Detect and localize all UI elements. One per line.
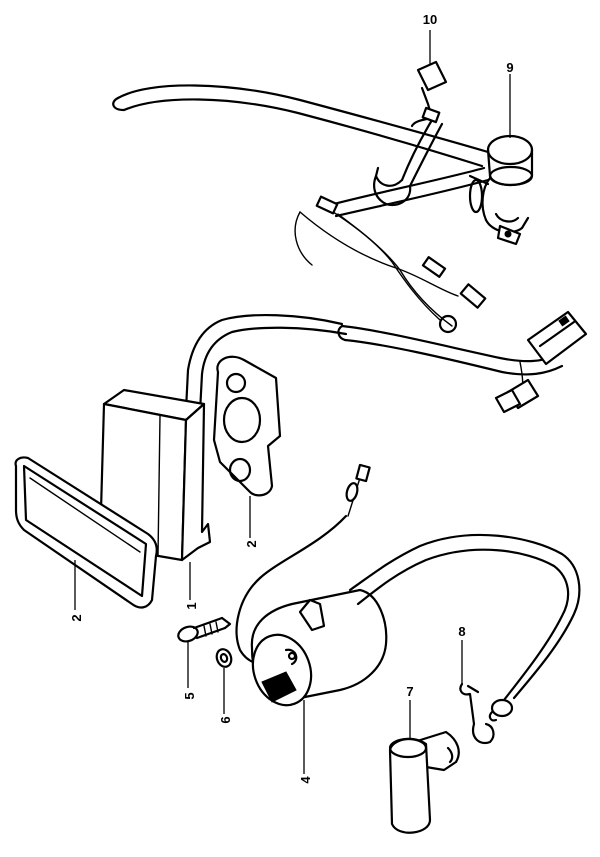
callout-1: 1: [184, 602, 199, 609]
callout-5: 5: [182, 692, 197, 699]
callout-4: 4: [298, 776, 313, 784]
callout-2-strap: 2: [69, 614, 84, 621]
mounting-plate: [212, 355, 282, 497]
callout-10: 10: [423, 12, 437, 27]
spark-plug-cap: [388, 730, 460, 834]
lead-clamp: [459, 682, 495, 745]
rubber-strap: [14, 456, 158, 609]
washer: [215, 648, 233, 668]
callout-labels: 10 9 2 2 1 5 6 4 7 8: [69, 12, 514, 784]
ignition-coil: [250, 533, 581, 722]
ignition-key: [373, 60, 448, 207]
callout-6: 6: [218, 716, 233, 723]
callout-leaders: [74, 30, 511, 774]
wiring-harness: [112, 84, 564, 414]
bolt: [177, 616, 232, 643]
callout-2-plate: 2: [244, 540, 259, 547]
harness-coupler: [526, 310, 588, 366]
callout-9: 9: [506, 60, 513, 75]
callout-8: 8: [458, 624, 465, 639]
callout-7: 7: [406, 684, 413, 699]
harness-terminals: [315, 195, 540, 414]
ignition-switch: [468, 134, 534, 246]
